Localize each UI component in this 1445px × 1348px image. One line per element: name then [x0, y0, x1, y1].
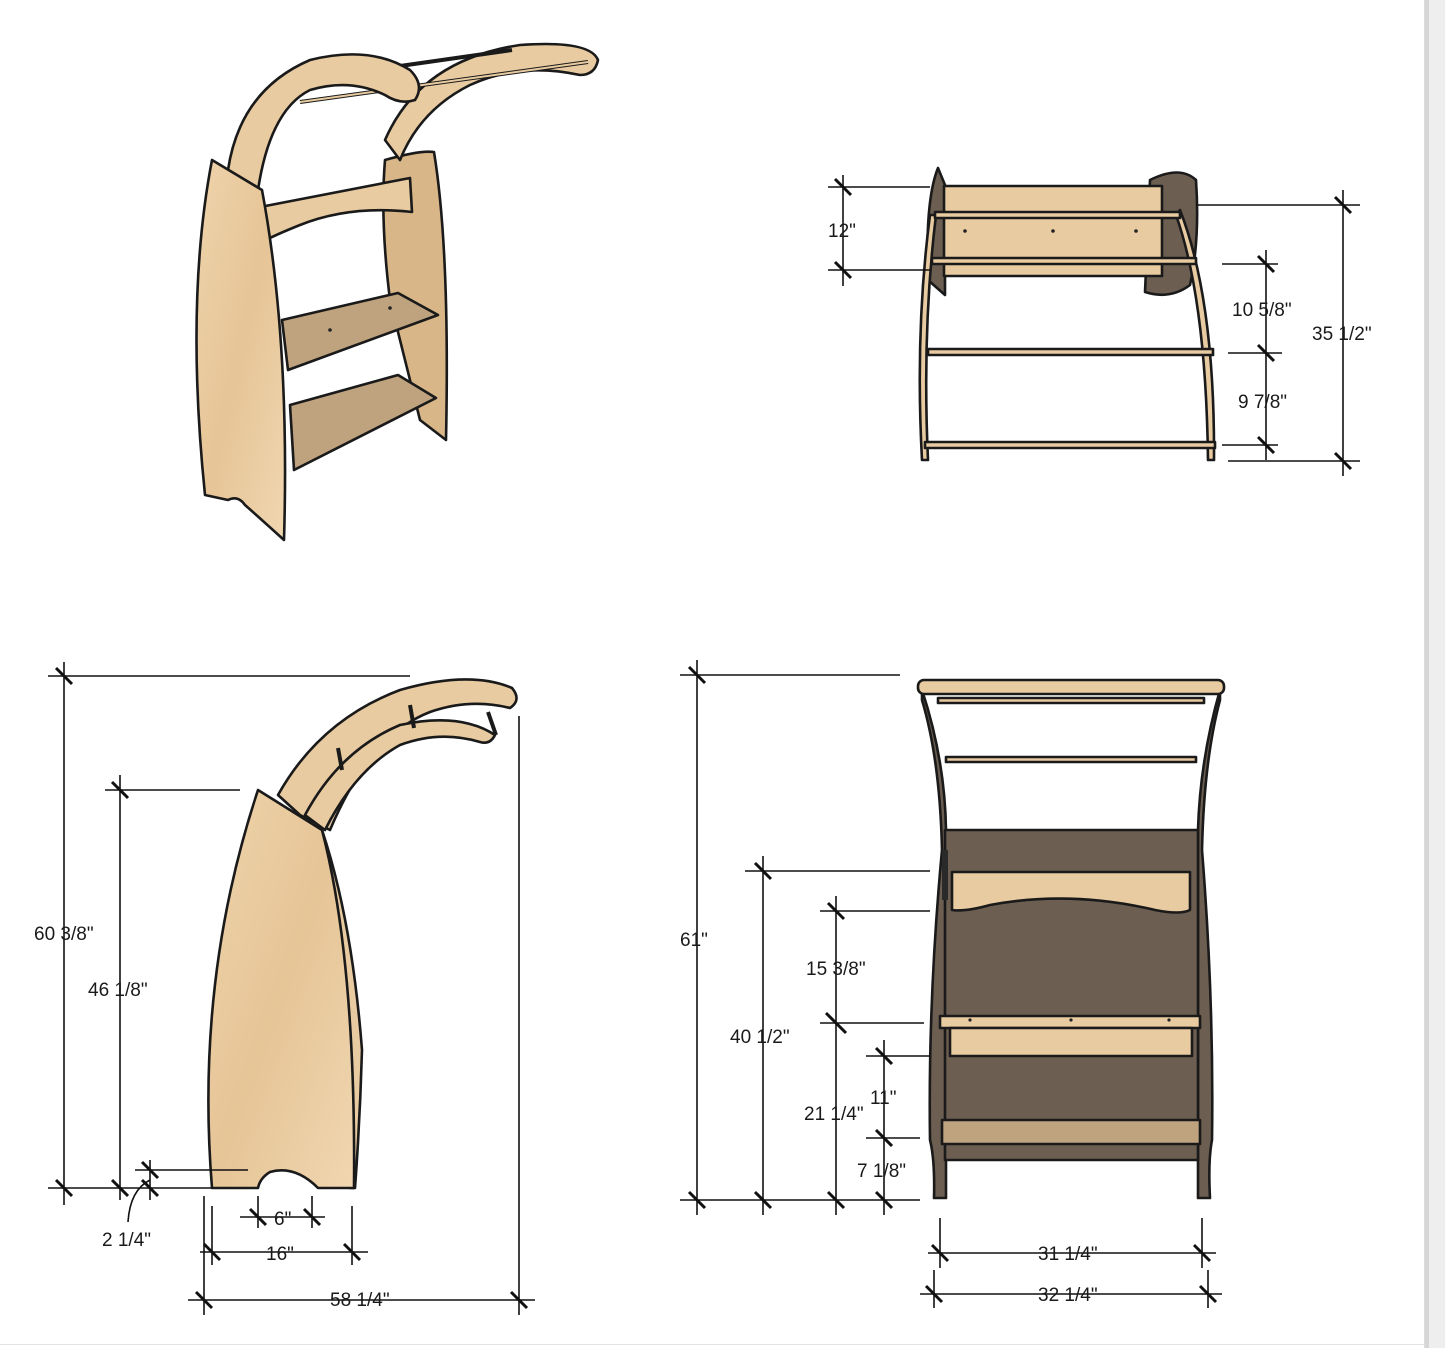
top-view-left-rail: [918, 213, 938, 462]
dim-front-bottom-step: 7 1/8": [857, 1161, 906, 1182]
front-view-rail: [944, 755, 1198, 764]
dim-front-rail-height: 40 1/2": [730, 1027, 790, 1048]
dim-side-overall-length: 58 1/4": [330, 1290, 390, 1311]
top-view-dimensions: [828, 175, 1360, 476]
front-view-right-panel: [1196, 688, 1222, 1200]
perspective-top-rail: [385, 48, 513, 70]
front-view-dimensions: [680, 660, 1222, 1308]
dim-front-outer-width: 32 1/4": [1038, 1285, 1098, 1306]
dim-front-step-spacing: 11": [870, 1088, 896, 1109]
side-view: [207, 678, 518, 1190]
front-view-body: [943, 828, 1200, 1162]
perspective-view: [195, 42, 600, 542]
perspective-back-arch: [383, 42, 600, 162]
front-view-rail: [936, 696, 1206, 705]
dim-side-overall-height: 60 3/8": [34, 924, 94, 945]
front-view-crossbar: [950, 870, 1192, 914]
dim-side-base-width: 16": [266, 1244, 294, 1265]
sheet-bottom-edge: [0, 1344, 1425, 1345]
dim-front-overall-height: 61": [680, 930, 708, 951]
side-view-panel: [207, 788, 356, 1190]
dim-lower-gap: 9 7/8": [1238, 392, 1287, 413]
dim-overall-depth: 35 1/2": [1312, 324, 1372, 345]
front-view-top-rail: [916, 678, 1226, 696]
top-view: [918, 166, 1217, 462]
dim-front-inner-width: 31 1/4": [1038, 1244, 1098, 1265]
side-view-dimensions: [48, 662, 535, 1315]
top-view-rail: [923, 440, 1217, 450]
perspective-front-panel: [195, 158, 287, 542]
perspective-front-arch: [226, 53, 421, 192]
dim-depth-top: 12": [828, 221, 856, 242]
perspective-lower-shelf: [288, 373, 438, 472]
front-view: [916, 678, 1226, 1200]
perspective-upper-shelf: [280, 291, 440, 372]
dim-front-step-height: 21 1/4": [804, 1104, 864, 1125]
perspective-back-panel: [382, 150, 449, 442]
front-view-upper-step: [938, 1014, 1202, 1030]
window-edge: [1424, 0, 1445, 1348]
front-view-upper-step-face: [948, 1026, 1194, 1058]
dim-side-foot-height: 2 1/4": [102, 1230, 151, 1251]
side-view-inner-arch: [303, 719, 497, 832]
dimension-labels: 12" 10 5/8" 9 7/8" 35 1/2" 60 3/8" 46 1/…: [34, 221, 1372, 1311]
top-view-rail: [926, 347, 1215, 357]
front-view-left-panel: [920, 688, 948, 1200]
top-view-rail: [933, 210, 1182, 220]
front-view-lower-step: [940, 1118, 1202, 1146]
dim-side-notch-width: 6": [274, 1209, 291, 1230]
top-view-rail: [930, 256, 1198, 266]
dim-front-rail-to-step: 15 3/8": [806, 959, 866, 980]
dim-upper-gap: 10 5/8": [1232, 300, 1292, 321]
dim-side-panel-height: 46 1/8": [88, 980, 148, 1001]
